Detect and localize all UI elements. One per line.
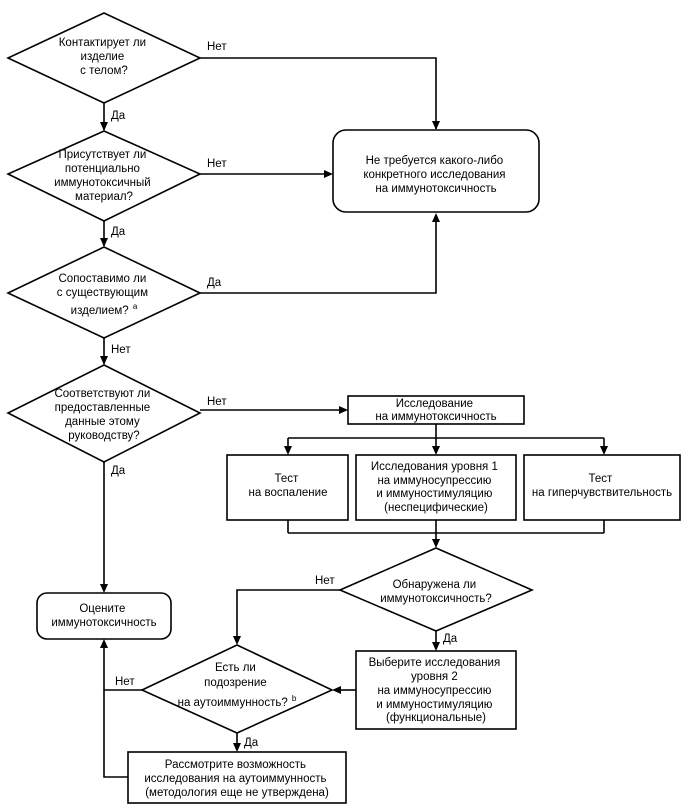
decision-potential-immunotoxic-material: Присутствует ли потенциально иммунотокси… (6, 130, 202, 222)
label-d3-yes: Да (207, 277, 222, 289)
edge-d3-yes (200, 220, 437, 294)
box-text: Оцените иммунотоксичность (51, 603, 156, 629)
label-d5-yes: Да (443, 633, 458, 645)
arrowhead (100, 122, 108, 131)
decision-text: Контактирует ли изделие с телом? (59, 37, 150, 77)
arrowhead (233, 743, 241, 752)
arrowhead (339, 406, 348, 414)
decision-text: Есть ли подозрение на аутоиммунность? b (178, 662, 297, 709)
connectors (103, 57, 605, 778)
arrowhead (432, 121, 440, 130)
arrowhead (600, 446, 608, 455)
box-text: Исследование на иммунотоксичность (375, 398, 496, 423)
process-box (355, 454, 517, 521)
process-box (355, 650, 517, 730)
decision-diamond (337, 547, 535, 632)
decision-text: Сопоставимо ли с существующим изделием? … (57, 273, 151, 317)
arrowhead (432, 213, 440, 222)
box-test-inflammation: Тест на воспаление (226, 454, 349, 521)
terminal-box (332, 129, 540, 213)
decision-diamond (140, 644, 334, 734)
edge-autoimmunity-back (103, 690, 128, 778)
decision-diamond (6, 130, 202, 222)
process-box (347, 395, 525, 425)
decision-text: Обнаружена ли иммунотоксичность? (380, 579, 492, 605)
label-d1-no: Нет (207, 41, 227, 53)
edge-labels: Нет Да Нет Да Да Нет Нет Да Нет Да Нет Д… (111, 41, 458, 749)
arrowhead (324, 170, 333, 178)
arrowhead (100, 356, 108, 365)
arrowheads (100, 121, 608, 752)
label-d4-yes: Да (111, 465, 126, 477)
label-d4-no: Нет (207, 396, 227, 408)
process-box (226, 454, 349, 521)
decision-diamond (6, 12, 202, 104)
decision-data-per-guidance: Соответствуют ли предоставленные данные … (6, 364, 202, 463)
decision-text: Соответствуют ли предоставленные данные … (54, 388, 153, 442)
label-d3-no: Нет (111, 344, 131, 356)
box-text: Исследования уровня 1 на иммуносупрессию… (371, 461, 501, 514)
box-level2-studies: Выберите исследования уровня 2 на иммуно… (355, 650, 517, 730)
process-box (523, 454, 681, 521)
arrowhead (432, 642, 440, 651)
decision-text: Присутствует ли потенциально иммунотокси… (54, 149, 154, 203)
label-d6-yes: Да (244, 737, 259, 749)
arrowhead (100, 238, 108, 247)
edge-d1-no (200, 57, 437, 129)
label-d6-no: Нет (115, 676, 135, 688)
decision-suspected-autoimmunity: Есть ли подозрение на аутоиммунность? b (140, 644, 334, 734)
box-text: Не требуется какого-либо конкретного исс… (363, 155, 508, 195)
decision-immunotoxicity-detected: Обнаружена ли иммунотоксичность? (337, 547, 535, 632)
box-no-study-required: Не требуется какого-либо конкретного исс… (332, 129, 540, 213)
decision-comparable-device: Сопоставимо ли с существующим изделием? … (6, 246, 202, 339)
box-autoimmunity-study: Рассмотрите возможность исследования на … (127, 751, 347, 804)
decision-contact-with-body: Контактирует ли изделие с телом? (6, 12, 202, 104)
box-text: Рассмотрите возможность исследования на … (144, 759, 329, 799)
decision-diamond (6, 246, 202, 339)
label-d2-yes: Да (111, 226, 126, 238)
label-d5-no: Нет (315, 575, 335, 587)
arrowhead (233, 636, 241, 645)
arrowhead (100, 639, 108, 648)
label-d2-no: Нет (207, 158, 227, 170)
terminal-box (36, 592, 172, 640)
arrowhead (432, 539, 440, 548)
box-immunotoxicity-study: Исследование на иммунотоксичность (347, 395, 525, 425)
box-test-hypersensitivity: Тест на гиперчувствительность (523, 454, 681, 521)
arrowhead (332, 686, 341, 694)
footnote-marker: a (133, 302, 138, 311)
box-evaluate-immunotoxicity: Оцените иммунотоксичность (36, 592, 172, 640)
footnote-marker: b (292, 694, 297, 703)
box-text: Тест на воспаление (249, 473, 328, 499)
arrowhead (100, 584, 108, 593)
edge-d5-no (236, 589, 340, 637)
label-d1-yes: Да (111, 110, 126, 122)
decision-diamond (6, 364, 202, 463)
box-level1-studies: Исследования уровня 1 на иммуносупрессию… (355, 454, 517, 521)
arrowhead (284, 446, 292, 455)
box-text: Выберите исследования уровня 2 на иммуно… (369, 657, 504, 724)
process-box (127, 751, 347, 804)
arrowhead (432, 446, 440, 455)
box-text: Тест на гиперчувствительность (532, 473, 672, 499)
